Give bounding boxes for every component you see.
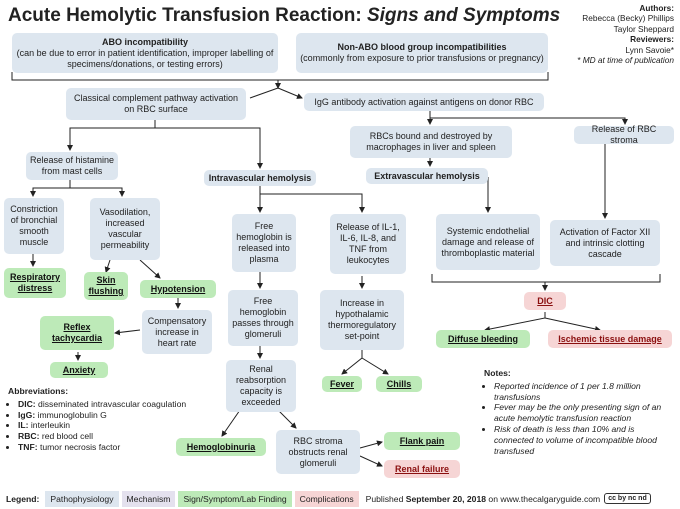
rbc-stroma-obstructs-box: RBC stroma obstructs renal glomeruli (276, 430, 360, 474)
ischemic-tissue-damage-box: Ischemic tissue damage (548, 330, 672, 348)
igg-activation-box: IgG antibody activation against antigens… (304, 93, 544, 111)
authors-block: Authors: Rebecca (Becky) Phillips Taylor… (577, 3, 674, 66)
diffuse-bleeding-box: Diffuse bleeding (436, 330, 530, 348)
extravascular-hemolysis-box: Extravascular hemolysis (366, 168, 488, 184)
hypothalamic-set-point-box: Increase in hypothalamic thermoregulator… (320, 290, 404, 350)
page-title: Acute Hemolytic Transfusion Reaction: Si… (8, 5, 561, 26)
abbreviation-item: TNF: tumor necrosis factor (18, 442, 208, 453)
dic-box: DIC (524, 292, 566, 310)
published-info: Published September 20, 2018 on www.thec… (365, 493, 601, 504)
abo-incompatibility-box: ABO incompatibility (can be due to error… (12, 33, 278, 73)
rbc-bound-destroyed-box: RBCs bound and destroyed by macrophages … (350, 126, 512, 158)
legend-complications: Complications (294, 490, 359, 507)
abbreviation-item: IL: interleukin (18, 420, 208, 431)
release-rbc-stroma-box: Release of RBC stroma (574, 124, 674, 145)
legend-label: Legend: (6, 493, 40, 504)
non-abo-incompatibility-box: Non-ABO blood group incompatibilities (c… (296, 33, 548, 73)
factor-xii-activation-box: Activation of Factor XII and intrinsic c… (550, 220, 660, 266)
skin-flushing-box: Skin flushing (84, 272, 128, 300)
legend-mechanism: Mechanism (121, 490, 176, 507)
note-item: Risk of death is less than 10% and is co… (494, 424, 674, 456)
hemoglobin-glomeruli-box: Free hemoglobin passes through glomeruli (228, 290, 298, 346)
anxiety-box: Anxiety (50, 362, 108, 378)
abbreviation-item: IgG: immunoglobulin G (18, 410, 208, 421)
license-badge: cc by nc nd (604, 493, 651, 504)
abbreviations-block: Abbreviations: DIC: disseminated intrava… (8, 386, 208, 453)
hemoglobinuria-box: Hemoglobinuria (176, 438, 266, 456)
compensatory-heart-rate-box: Compensatory increase in heart rate (142, 310, 212, 354)
respiratory-distress-box: Respiratory distress (4, 268, 66, 298)
legend-pathophysiology: Pathophysiology (45, 490, 119, 507)
abbreviation-item: DIC: disseminated intravascular coagulat… (18, 399, 208, 410)
renal-failure-box: Renal failure (384, 460, 460, 478)
il-tnf-release-box: Release of IL-1, IL-6, IL-8, and TNF fro… (330, 214, 406, 274)
fever-box: Fever (322, 376, 362, 392)
note-item: Fever may be the only presenting sign of… (494, 402, 674, 424)
legend-bar: Legend: Pathophysiology Mechanism Sign/S… (0, 488, 680, 509)
vasodilation-box: Vasodilation, increased vascular permeab… (90, 198, 160, 260)
bronchial-constriction-box: Constriction of bronchial smooth muscle (4, 198, 64, 254)
chills-box: Chills (376, 376, 422, 392)
intravascular-hemolysis-box: Intravascular hemolysis (204, 170, 316, 186)
notes-block: Notes: Reported incidence of 1 per 1.8 m… (484, 368, 674, 456)
renal-reabsorption-box: Renal reabsorption capacity is exceeded (226, 360, 296, 412)
endothelial-damage-box: Systemic endothelial damage and release … (436, 214, 540, 270)
free-hemoglobin-box: Free hemoglobin is released into plasma (232, 214, 296, 272)
flank-pain-box: Flank pain (384, 432, 460, 450)
complement-activation-box: Classical complement pathway activation … (66, 88, 246, 120)
note-item: Reported incidence of 1 per 1.8 million … (494, 381, 674, 403)
legend-sign-symptom: Sign/Symptom/Lab Finding (178, 490, 292, 507)
reflex-tachycardia-box: Reflex tachycardia (40, 316, 114, 350)
hypotension-box: Hypotension (140, 280, 216, 298)
abbreviation-item: RBC: red blood cell (18, 431, 208, 442)
histamine-release-box: Release of histamine from mast cells (26, 152, 118, 180)
